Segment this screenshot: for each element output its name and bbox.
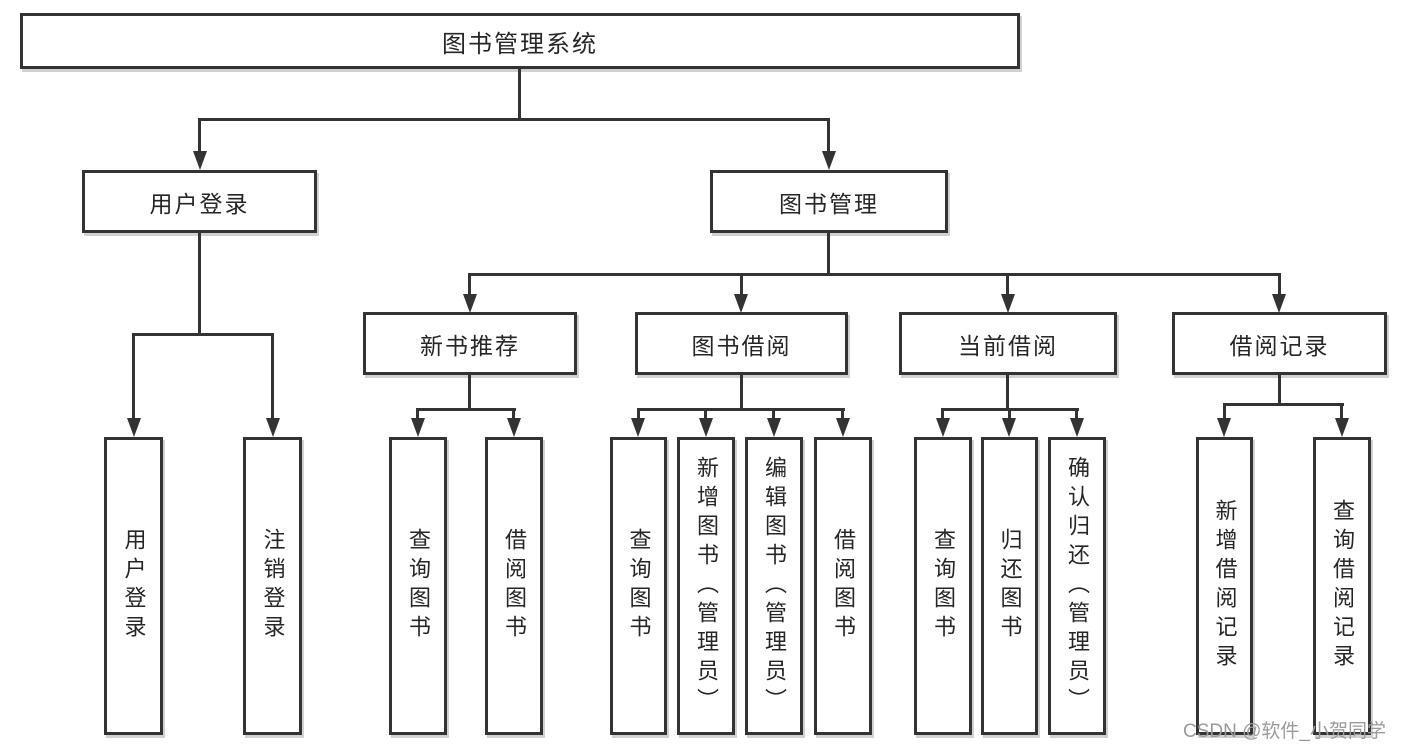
node-new-book-recommend: 新书推荐 — [363, 312, 577, 375]
leaf-borrow-books-recommend-label: 借阅图书 — [502, 528, 527, 644]
connector-line — [198, 118, 830, 121]
arrowhead-down-icon — [1335, 418, 1349, 437]
node-library-system-label: 图书管理系统 — [442, 30, 598, 58]
connector-line — [1340, 403, 1343, 420]
leaf-add-borrow-record-label: 新增借阅记录 — [1212, 499, 1238, 673]
leaf-confirm-return-admin-label: 确认归还（管理员） — [1065, 455, 1090, 717]
arrowhead-down-icon — [1002, 418, 1016, 437]
node-current-borrowing: 当前借阅 — [899, 312, 1117, 375]
connector-line — [841, 408, 844, 420]
connector-line — [1006, 273, 1009, 299]
leaf-add-borrow-record: 新增借阅记录 — [1196, 437, 1253, 735]
node-current-borrowing-label: 当前借阅 — [958, 332, 1058, 359]
connector-line — [198, 118, 201, 154]
leaf-borrow-books: 借阅图书 — [814, 437, 872, 735]
node-book-management: 图书管理 — [710, 170, 948, 233]
leaf-borrow-books-recommend: 借阅图书 — [485, 437, 543, 735]
connector-line — [132, 333, 273, 336]
connector-line — [468, 375, 471, 411]
connector-line — [468, 273, 1281, 276]
connector-line — [637, 408, 640, 420]
connector-line — [941, 408, 944, 420]
arrowhead-down-icon — [193, 151, 207, 170]
leaf-confirm-return-admin: 确认归还（管理员） — [1048, 437, 1106, 735]
arrowhead-down-icon — [1070, 418, 1084, 437]
arrowhead-down-icon — [1217, 418, 1231, 437]
node-borrowing-records: 借阅记录 — [1172, 312, 1387, 375]
connector-line — [416, 408, 516, 411]
leaf-query-books-borrow-label: 查询图书 — [626, 528, 652, 644]
connector-line — [1278, 273, 1281, 299]
arrowhead-down-icon — [699, 418, 713, 437]
connector-line — [468, 273, 471, 299]
arrowhead-down-icon — [266, 418, 280, 437]
arrowhead-down-icon — [631, 418, 645, 437]
leaf-query-borrow-record: 查询借阅记录 — [1313, 437, 1371, 735]
node-user-login: 用户登录 — [82, 170, 317, 233]
leaf-logout-label: 注销登录 — [260, 528, 286, 644]
connector-line — [740, 273, 743, 299]
leaf-return-books: 归还图书 — [981, 437, 1038, 735]
node-book-management-label: 图书管理 — [779, 190, 879, 217]
watermark: CSDN @软件_小贺同学 — [1183, 721, 1386, 742]
leaf-query-books-current-label: 查询图书 — [931, 528, 956, 644]
arrowhead-down-icon — [936, 418, 950, 437]
connector-line — [827, 233, 830, 276]
leaf-return-books-label: 归还图书 — [997, 528, 1023, 644]
connector-line — [132, 333, 135, 419]
arrowhead-down-icon — [734, 294, 748, 313]
leaf-add-book-admin: 新增图书（管理员） — [677, 437, 735, 735]
connector-line — [512, 408, 515, 420]
leaf-query-books-recommend-label: 查询图书 — [406, 528, 431, 644]
arrowhead-down-icon — [463, 294, 477, 313]
connector-line — [271, 333, 274, 419]
leaf-edit-book-admin-label: 编辑图书（管理员） — [762, 455, 787, 717]
connector-line — [1223, 403, 1226, 420]
leaf-query-books-current: 查询图书 — [914, 437, 972, 735]
arrowhead-down-icon — [411, 418, 425, 437]
connector-line — [198, 233, 201, 336]
leaf-edit-book-admin: 编辑图书（管理员） — [745, 437, 803, 735]
connector-line — [704, 408, 707, 420]
connector-line — [637, 408, 845, 411]
arrowhead-down-icon — [127, 418, 141, 437]
connector-line — [1075, 408, 1078, 420]
arrowhead-down-icon — [1001, 294, 1015, 313]
connector-line — [416, 408, 419, 420]
leaf-user-login: 用户登录 — [104, 437, 163, 735]
node-new-book-recommend-label: 新书推荐 — [420, 332, 520, 359]
connector-line — [518, 69, 521, 120]
arrowhead-down-icon — [822, 151, 836, 170]
leaf-query-books-borrow: 查询图书 — [610, 437, 667, 735]
connector-line — [772, 408, 775, 420]
connector-line — [1278, 375, 1281, 406]
connector-line — [827, 118, 830, 154]
node-book-borrowing: 图书借阅 — [635, 312, 848, 375]
connector-line — [1008, 408, 1011, 420]
connector-line — [740, 375, 743, 411]
node-user-login-label: 用户登录 — [149, 190, 250, 217]
leaf-user-login-label: 用户登录 — [121, 528, 147, 644]
connector-line — [1006, 375, 1009, 411]
leaf-query-books-recommend: 查询图书 — [389, 437, 447, 735]
arrowhead-down-icon — [507, 418, 521, 437]
node-library-system: 图书管理系统 — [20, 13, 1020, 69]
arrowhead-down-icon — [836, 418, 850, 437]
node-borrowing-records-label: 借阅记录 — [1229, 332, 1330, 359]
leaf-query-borrow-record-label: 查询借阅记录 — [1330, 499, 1355, 673]
arrowhead-down-icon — [1272, 294, 1286, 313]
arrowhead-down-icon — [767, 418, 781, 437]
connector-line — [1223, 403, 1344, 406]
leaf-add-book-admin-label: 新增图书（管理员） — [694, 455, 719, 717]
node-book-borrowing-label: 图书借阅 — [691, 332, 792, 359]
leaf-borrow-books-label: 借阅图书 — [831, 528, 856, 644]
leaf-logout: 注销登录 — [243, 437, 302, 735]
